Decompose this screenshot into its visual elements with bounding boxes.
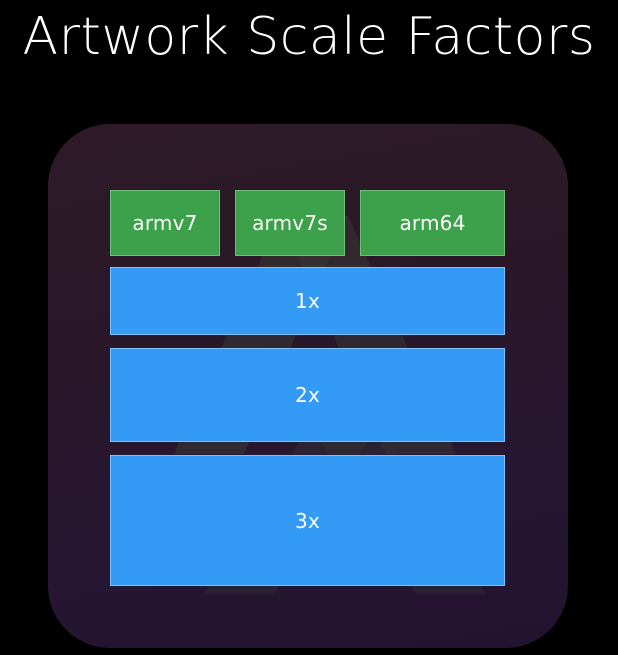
- scale-label: 3x: [295, 508, 320, 533]
- scale-box-1x[interactable]: 1x: [110, 267, 505, 335]
- scale-box-3x[interactable]: 3x: [110, 455, 505, 586]
- scale-label: 1x: [295, 289, 320, 313]
- scale-label: 2x: [295, 383, 320, 407]
- architecture-row: armv7 armv7s arm64: [110, 190, 505, 256]
- arch-box-armv7[interactable]: armv7: [110, 190, 220, 256]
- arch-label: arm64: [399, 211, 466, 235]
- page-title: Artwork Scale Factors: [22, 7, 596, 67]
- arch-box-arm64[interactable]: arm64: [360, 190, 505, 256]
- scale-box-2x[interactable]: 2x: [110, 348, 505, 442]
- arch-box-armv7s[interactable]: armv7s: [235, 190, 345, 256]
- device-artwork-panel: armv7 armv7s arm64 1x 2x 3x: [48, 124, 568, 648]
- arch-label: armv7s: [252, 211, 328, 235]
- arch-label: armv7: [132, 211, 198, 235]
